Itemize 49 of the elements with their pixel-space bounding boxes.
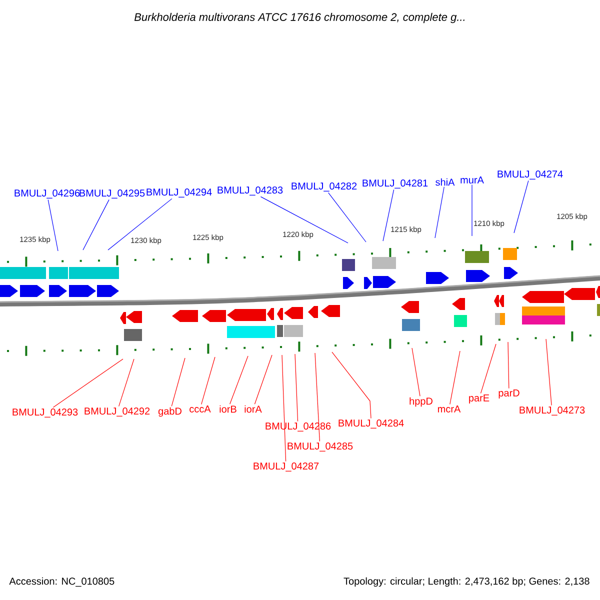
footer-text: Accession: NC_010805 [9,577,114,587]
footer-text: Topology: circular; Length: 2,473,162 bp; Genes: 2,138 [344,577,590,587]
gene-label: BMULJ_04292 [84,408,150,416]
leader-line [82,199,110,250]
gene-label: parD [498,390,520,398]
leader-line [118,358,134,407]
gene-label: iorB [220,405,236,413]
leader-line [546,338,552,406]
leader-line [332,352,372,419]
leader-line [450,350,460,405]
gene-label: gabD [158,407,182,417]
gene-label: BMULJ_04273 [520,406,585,416]
gene-label: parE [469,394,490,404]
gene-label: hppD [410,397,432,407]
gene-label: BMULJ_04293 [12,408,78,418]
gene-label: BMULJ_04287 [254,462,319,472]
gene-label: BMULJ_04274 [498,170,563,180]
gene-label: iorA [244,405,262,413]
leader-line [48,199,58,252]
leader-line [171,358,186,406]
leader-line [480,344,496,394]
gene-label: murA [460,176,484,184]
gene-label: cccA [190,406,211,412]
leader-line [514,180,529,234]
leader-line [314,352,320,442]
leader-line [108,198,172,250]
leader-line [294,354,298,422]
leader-line [328,192,366,242]
leader-line [52,358,124,408]
leader-line [230,356,248,404]
title: Burkholderia multivorans ATCC 17616 chromosome 2, complete g... [134,12,464,24]
leader-line [201,356,216,405]
leader-line [260,196,348,244]
leader-line [282,354,286,462]
gene-label: BMULJ_04296 [14,190,80,198]
gene-label: BMULJ_04283 [218,186,283,196]
leader-line [254,354,272,404]
gene-label: BMULJ_04281 [362,180,428,188]
leader-line [412,348,420,396]
gene-label: BMULJ_04285 [288,442,353,452]
gene-label: shiA [436,178,455,186]
gene-label: BMULJ_04295 [80,190,145,198]
gene-label: mcrA [438,406,461,412]
gene-label: BMULJ_04282 [292,182,357,192]
leader-line [508,342,510,389]
gene-label: BMULJ_04294 [146,188,212,198]
gene-label: BMULJ_04284 [338,420,404,428]
leader-line [382,189,394,242]
leader-line [434,186,444,238]
